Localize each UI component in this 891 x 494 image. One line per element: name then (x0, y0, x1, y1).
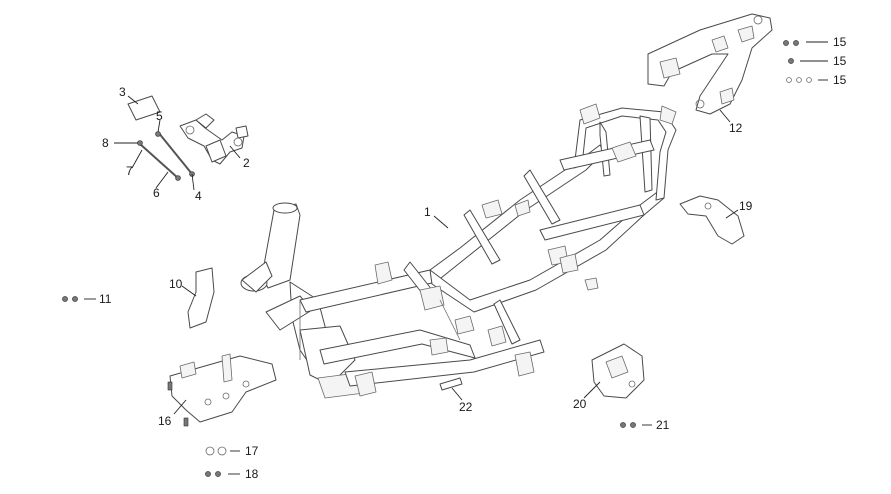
callout-15-a: 15 (833, 35, 847, 49)
part-10-plate (187, 267, 215, 329)
parts-4-8-rods (137, 131, 195, 181)
callout-18: 18 (245, 467, 259, 481)
callout-20: 20 (573, 397, 587, 411)
main-frame (240, 103, 677, 399)
callout-4: 4 (195, 189, 202, 203)
callout-12: 12 (729, 121, 743, 135)
callout-15-b: 15 (833, 54, 847, 68)
callout-21: 21 (656, 418, 670, 432)
part-20-mount (591, 343, 645, 399)
callout-16: 16 (158, 414, 172, 428)
callout-8: 8 (102, 136, 109, 150)
callout-10: 10 (169, 277, 183, 291)
callout-17: 17 (245, 444, 259, 458)
part-16-footrest-bracket (167, 353, 277, 427)
part-2-bracket (179, 113, 249, 165)
callout-22: 22 (459, 400, 473, 414)
callout-7: 7 (126, 164, 133, 178)
part-19-bracket (679, 195, 745, 245)
fasteners (62, 40, 812, 477)
callout-1: 1 (424, 205, 431, 219)
callout-15-c: 15 (833, 73, 847, 87)
callout-11: 11 (99, 292, 112, 306)
callout-19: 19 (739, 199, 753, 213)
callout-labels: 1 2 3 4 5 6 7 8 10 11 12 15 15 15 16 17 … (99, 35, 847, 481)
callout-5: 5 (156, 109, 163, 123)
callout-6: 6 (153, 186, 160, 200)
leader-lines (84, 41, 828, 475)
part-12-grab-rail (647, 13, 773, 115)
part-22-pin (439, 377, 463, 391)
callout-2: 2 (243, 156, 250, 170)
callout-3: 3 (119, 85, 126, 99)
